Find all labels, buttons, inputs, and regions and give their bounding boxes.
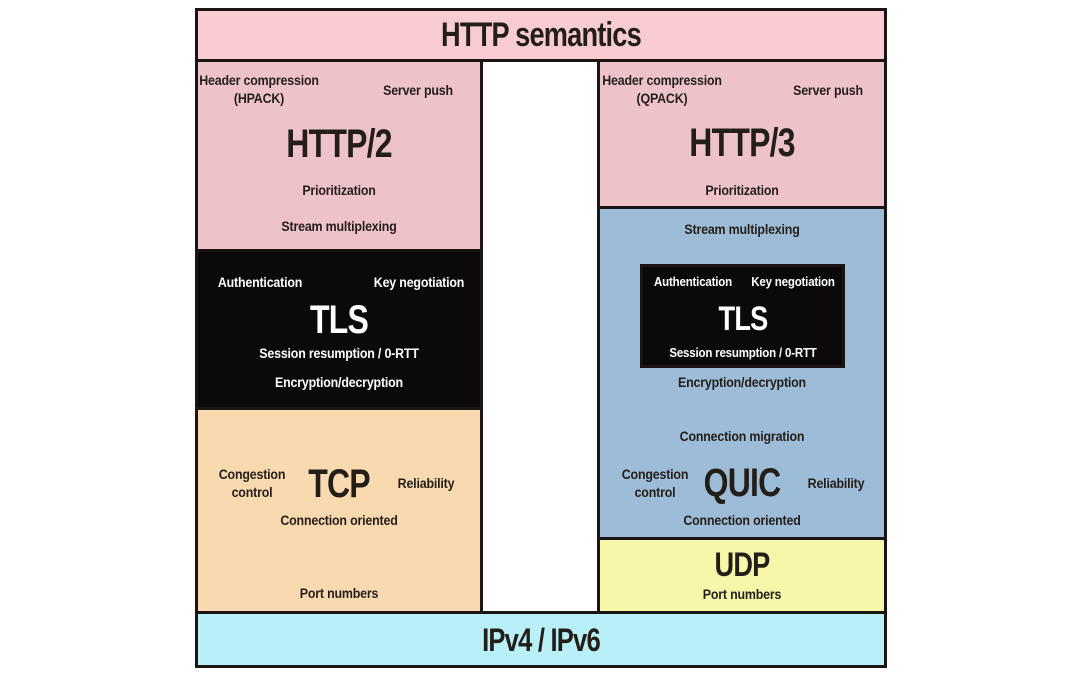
tls-session-resumption-label: Session resumption / 0-RTT xyxy=(259,346,419,362)
header-compression-line: Header compression xyxy=(199,73,319,89)
http-semantics-banner: HTTP semantics xyxy=(195,8,887,62)
tls-authentication-label: Authentication xyxy=(217,275,303,291)
hpack-line: (HPACK) xyxy=(233,91,285,106)
udp-port-numbers-label: Port numbers xyxy=(702,587,782,603)
udp-block: UDP Port numbers xyxy=(597,537,887,614)
http3-server-push-label: Server push xyxy=(793,83,863,99)
ip-layer-title: IPv4 / IPv6 xyxy=(482,621,601,658)
http2-title: HTTP/2 xyxy=(286,122,392,166)
http3-title: HTTP/3 xyxy=(689,121,795,165)
http3-block: Header compression (QPACK) Server push H… xyxy=(597,59,887,209)
qpack-line: (QPACK) xyxy=(636,91,688,106)
tls-key-negotiation-label: Key negotiation xyxy=(373,275,465,291)
control-line: control xyxy=(231,485,273,500)
tcp-port-numbers-label: Port numbers xyxy=(299,586,379,602)
http-semantics-title: HTTP semantics xyxy=(441,16,642,54)
http2-header-compression-label: Header compression (HPACK) xyxy=(199,72,319,108)
tcp-reliability-label: Reliability xyxy=(397,476,455,492)
quic-reliability-label: Reliability xyxy=(807,476,865,492)
tls-session-resumption-label: Session resumption / 0-RTT xyxy=(668,345,817,360)
quic-block: Stream multiplexing Authentication Key n… xyxy=(597,206,887,540)
quic-stream-multiplexing-label: Stream multiplexing xyxy=(684,222,800,238)
http2-server-push-label: Server push xyxy=(383,83,453,99)
http3-header-compression-label: Header compression (QPACK) xyxy=(602,72,722,108)
control-line: control xyxy=(634,485,676,500)
tls-block-in-quic: Authentication Key negotiation TLS Sessi… xyxy=(640,264,845,368)
tls-block-left: Authentication Key negotiation TLS Sessi… xyxy=(195,249,483,410)
http3-prioritization-label: Prioritization xyxy=(705,183,779,199)
tcp-congestion-control-label: Congestion control xyxy=(218,466,286,502)
quic-connection-migration-label: Connection migration xyxy=(679,429,805,445)
tcp-connection-oriented-label: Connection oriented xyxy=(280,513,398,529)
tls-title-left: TLS xyxy=(309,298,369,342)
quic-encryption-label: Encryption/decryption xyxy=(678,375,806,391)
congestion-line: Congestion xyxy=(218,467,286,483)
http2-prioritization-label: Prioritization xyxy=(302,183,376,199)
header-compression-line: Header compression xyxy=(602,73,722,89)
udp-title: UDP xyxy=(714,546,770,584)
quic-title: QUIC xyxy=(703,461,782,505)
http2-block: Header compression (HPACK) Server push H… xyxy=(195,59,483,252)
tcp-title: TCP xyxy=(308,462,370,506)
ip-layer-bar: IPv4 / IPv6 xyxy=(195,611,887,668)
http2-stream-multiplexing-label: Stream multiplexing xyxy=(281,219,397,235)
quic-connection-oriented-label: Connection oriented xyxy=(683,513,801,529)
tcp-block: Congestion control TCP Reliability Conne… xyxy=(195,407,483,614)
tls-title-in-quic: TLS xyxy=(718,300,768,338)
congestion-line: Congestion xyxy=(621,467,689,483)
tls-key-negotiation-label: Key negotiation xyxy=(751,274,835,289)
quic-congestion-control-label: Congestion control xyxy=(621,466,689,502)
tls-encryption-label: Encryption/decryption xyxy=(275,375,403,391)
tls-authentication-label: Authentication xyxy=(654,274,732,289)
